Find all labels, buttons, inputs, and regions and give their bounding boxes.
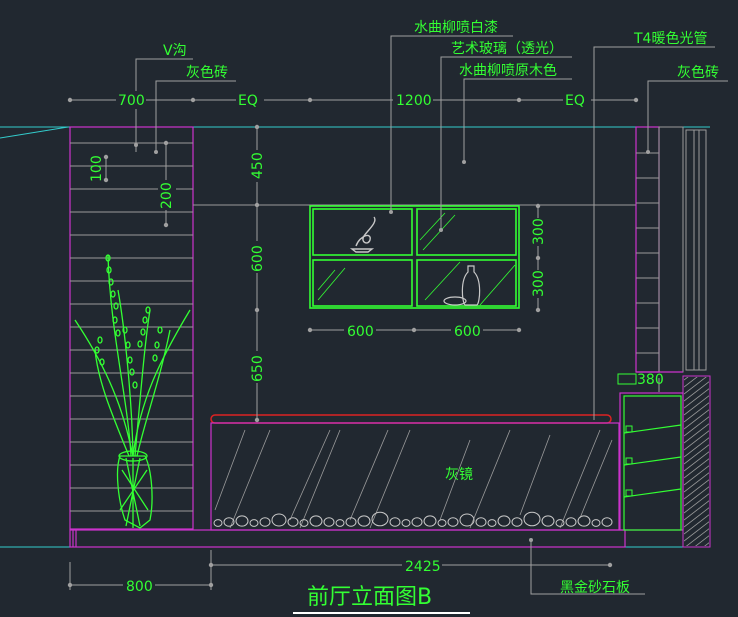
label-v-groove: V沟: [163, 43, 187, 59]
grey-mirror-bench: [210, 414, 620, 531]
dim-top-eq-left: EQ: [238, 93, 258, 109]
dim-niche-row-top: 300: [531, 218, 547, 245]
leader-dots: [134, 143, 650, 542]
material-labels: V沟 灰色砖 水曲柳喷白漆 艺术玻璃（透光） 水曲柳喷原木色 T4暖色光管 灰色…: [163, 19, 719, 596]
display-niche: [309, 205, 520, 309]
right-brick-wall: [635, 126, 707, 373]
dim-top-1200: 1200: [396, 93, 432, 109]
dim-vertical-650: 650: [250, 355, 266, 382]
leader-lines: [135, 35, 728, 595]
dim-brick-100: 100: [89, 155, 105, 182]
plant-vase-icon: [74, 254, 191, 529]
label-wood-color: 水曲柳喷原木色: [459, 62, 557, 79]
label-black-gold-stone: 黑金砂石板: [560, 580, 630, 596]
label-grey-brick-left: 灰色砖: [186, 64, 228, 81]
label-t4-light: T4暖色光管: [633, 30, 707, 47]
dim-vertical-600: 600: [250, 245, 266, 272]
left-brick-wall: [69, 126, 194, 530]
label-white-paint: 水曲柳喷白漆: [414, 19, 498, 36]
dim-top-eq-right: EQ: [565, 93, 585, 109]
dim-brick-200: 200: [159, 182, 175, 209]
dim-cabinet-380: 380: [637, 372, 664, 388]
dim-top-700: 700: [118, 93, 145, 109]
dim-bottom-800: 800: [126, 579, 153, 595]
niche-glass-hatching: [317, 212, 516, 306]
label-grey-brick-right: 灰色砖: [677, 64, 719, 81]
dim-niche-row-bottom: 300: [531, 270, 547, 297]
dimension-ticks: [67, 97, 639, 588]
dim-niche-col-right: 600: [454, 324, 481, 340]
decor-sculpture-icon: [349, 216, 376, 253]
base-platform: [69, 529, 626, 548]
label-grey-mirror: 灰镜: [445, 467, 473, 483]
dim-vertical-450: 450: [250, 152, 266, 179]
label-art-glass: 艺术玻璃（透光）: [451, 40, 563, 57]
dim-niche-col-left: 600: [347, 324, 374, 340]
right-cabinet: [617, 373, 711, 548]
drawing-title: 前厅立面图B: [307, 585, 432, 610]
dimension-texts: 700 EQ 1200 EQ 450 600 650 300 300 600 6…: [89, 91, 664, 595]
dim-overall-2425: 2425: [405, 559, 441, 575]
decor-vase-icon: [443, 265, 481, 306]
